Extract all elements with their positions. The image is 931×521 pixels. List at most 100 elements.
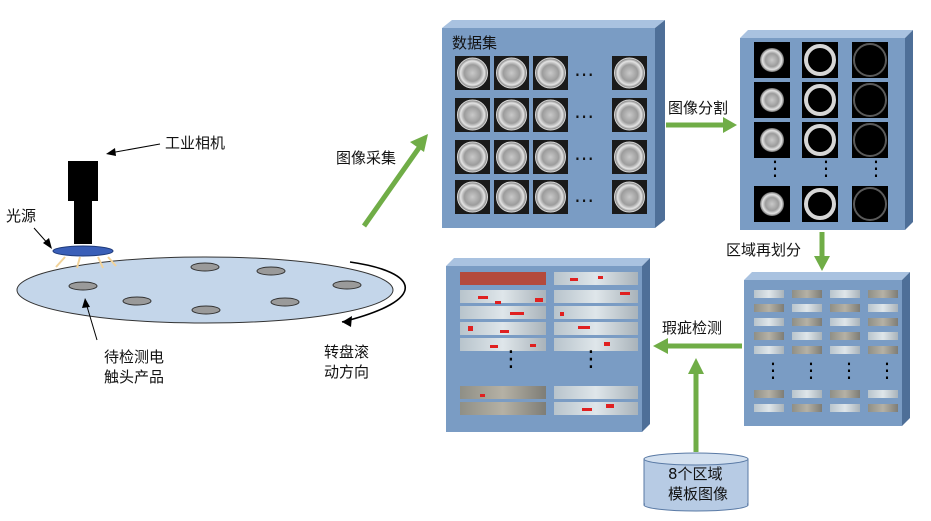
region-strip — [830, 332, 860, 340]
region-strip — [868, 290, 898, 298]
region-strip — [754, 318, 784, 326]
result-strip — [460, 338, 546, 351]
product-pointer-arrowhead-icon — [82, 298, 90, 308]
segmented-center — [760, 88, 784, 112]
region-strip — [868, 318, 898, 326]
defect-mark — [510, 312, 524, 315]
contact-product — [68, 281, 98, 291]
dataset-ellipsis: ⋯ — [574, 104, 594, 128]
contact-product — [256, 266, 286, 276]
turntable-label-line1: 转盘滚 — [324, 343, 370, 361]
contact-image — [457, 181, 488, 213]
segmented-thumbnail — [852, 122, 888, 158]
region-strip — [830, 318, 860, 326]
region-strip — [754, 404, 784, 412]
contact-product — [332, 280, 362, 290]
segmentation-label: 图像分割 — [668, 99, 729, 117]
rotation-arrowhead-icon — [342, 316, 352, 327]
defect-mark — [500, 330, 509, 333]
product-label-line1: 待检测电 — [104, 348, 165, 366]
region-strip — [792, 318, 822, 326]
result-strip — [460, 322, 546, 335]
defect-mark — [578, 326, 590, 329]
segmented-center — [760, 192, 784, 216]
result-strip — [554, 402, 638, 415]
result-strip — [460, 306, 546, 319]
result-strip — [460, 386, 546, 399]
result-strip — [554, 306, 638, 319]
defect-mark — [606, 404, 614, 408]
defect-mark — [480, 394, 485, 397]
contact-image — [535, 99, 566, 131]
template-arrowhead-icon — [688, 358, 704, 374]
region-strip — [868, 304, 898, 312]
region-strip — [868, 390, 898, 398]
result-strip — [554, 322, 638, 335]
region-strip — [830, 304, 860, 312]
region-panel — [744, 272, 910, 426]
segmented-thumbnail — [852, 42, 888, 78]
contact-image — [496, 141, 527, 173]
region-vertical-ellipsis: ⋮ — [763, 358, 783, 382]
contact-image — [496, 57, 527, 89]
defect-mark — [530, 344, 536, 347]
dataset-title: 数据集 — [452, 34, 498, 52]
contact-image — [457, 57, 488, 89]
template-label-line2: 模板图像 — [668, 485, 729, 503]
contact-image — [535, 141, 566, 173]
region-strip — [868, 346, 898, 354]
segmented-thumbnail — [852, 82, 888, 118]
contact-product — [122, 296, 152, 306]
seg-vertical-ellipsis: ⋮ — [866, 156, 886, 180]
region-strip — [792, 290, 822, 298]
region-strip — [754, 332, 784, 340]
dataset-ellipsis: ⋯ — [574, 188, 594, 212]
region-strip — [792, 304, 822, 312]
dataset-ellipsis: ⋯ — [574, 62, 594, 86]
result-strip — [554, 272, 638, 285]
segmentation-arrowhead-icon — [723, 117, 737, 133]
contact-products — [68, 262, 362, 315]
defect-mark — [582, 408, 592, 411]
segmented-center — [760, 48, 784, 72]
region-strip — [792, 346, 822, 354]
region-vertical-ellipsis: ⋮ — [839, 358, 859, 382]
result-vertical-ellipsis: ⋮ — [500, 347, 522, 372]
segmented-outer — [853, 43, 887, 77]
dataset-ellipsis: ⋯ — [574, 146, 594, 170]
camera-pointer-arrowhead-icon — [106, 148, 116, 156]
defect-mark — [560, 312, 564, 316]
light-rays — [55, 256, 117, 269]
contact-image — [457, 99, 488, 131]
region-strip — [754, 390, 784, 398]
region-strip — [754, 290, 784, 298]
product-pointer — [85, 302, 98, 341]
dataset-panel — [442, 20, 665, 228]
defect-mark — [570, 278, 578, 281]
region-strip — [792, 390, 822, 398]
region-strip — [792, 404, 822, 412]
camera-lens — [74, 201, 92, 244]
seg-vertical-ellipsis: ⋮ — [765, 156, 785, 180]
result-vertical-ellipsis: ⋮ — [580, 347, 602, 372]
result-strip — [554, 386, 638, 399]
segmented-ring — [804, 84, 836, 116]
detection-label: 瑕疵检测 — [662, 319, 723, 337]
defect-mark — [490, 345, 498, 348]
result-strip — [554, 290, 638, 303]
segmented-ring — [804, 44, 836, 76]
region-vertical-ellipsis: ⋮ — [801, 358, 821, 382]
contact-product — [190, 262, 220, 272]
contact-image — [496, 181, 527, 213]
segmented-ring — [804, 188, 836, 220]
contact-image — [614, 141, 645, 173]
defect-mark — [495, 301, 501, 304]
contact-product — [270, 297, 300, 307]
acquisition-arrowhead-icon — [410, 134, 428, 152]
segmented-thumbnail — [852, 186, 888, 222]
rotation-arc — [341, 261, 407, 323]
camera-body — [68, 161, 98, 201]
region-strip — [868, 332, 898, 340]
camera-pointer — [109, 143, 161, 154]
region-strip — [830, 346, 860, 354]
